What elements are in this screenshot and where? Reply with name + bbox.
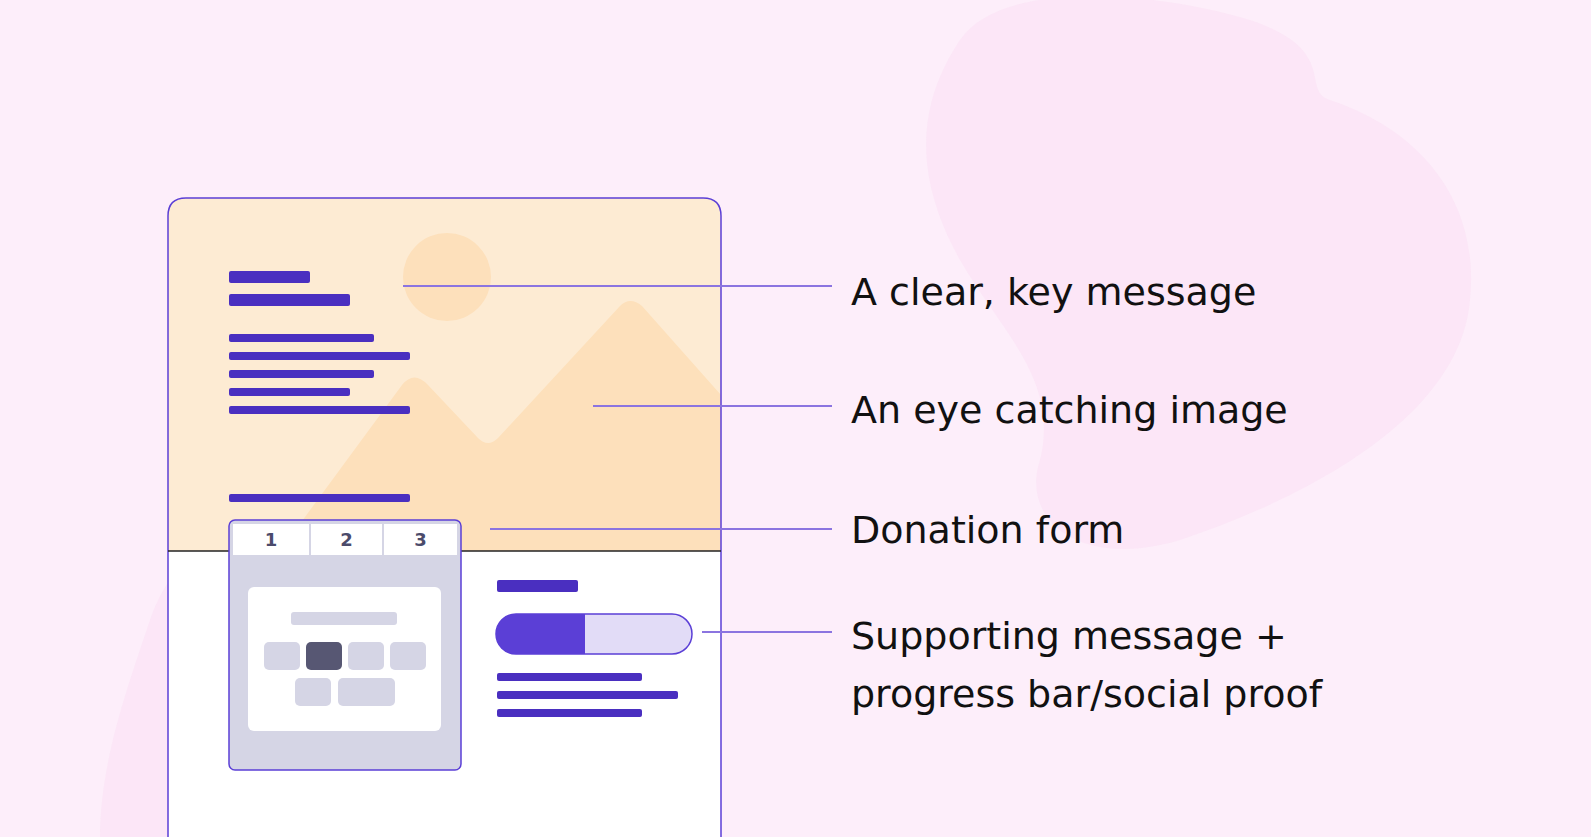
callout-label: Supporting message + progress bar/social… (851, 607, 1411, 723)
callout-label: Donation form (851, 501, 1551, 559)
callout-label: A clear, key message (851, 263, 1551, 321)
leader-line (403, 286, 832, 632)
hero-image (168, 198, 721, 551)
progress-fill (496, 614, 585, 654)
progress-bar (496, 614, 692, 654)
card-body (168, 198, 721, 837)
tab-number: 2 (340, 529, 353, 550)
step-tab: 2 (311, 524, 382, 555)
form-field (291, 612, 397, 625)
donation-form (229, 520, 461, 770)
card-outline (168, 198, 721, 837)
form-panel (248, 587, 441, 731)
tab-number: 1 (265, 529, 278, 550)
amount-button (264, 642, 426, 706)
tab-number: 3 (414, 529, 427, 550)
step-tab: 3 (384, 524, 457, 555)
step-tab: 1 (233, 524, 309, 555)
sun-shape (403, 233, 491, 321)
callout-label: An eye catching image (851, 381, 1551, 439)
